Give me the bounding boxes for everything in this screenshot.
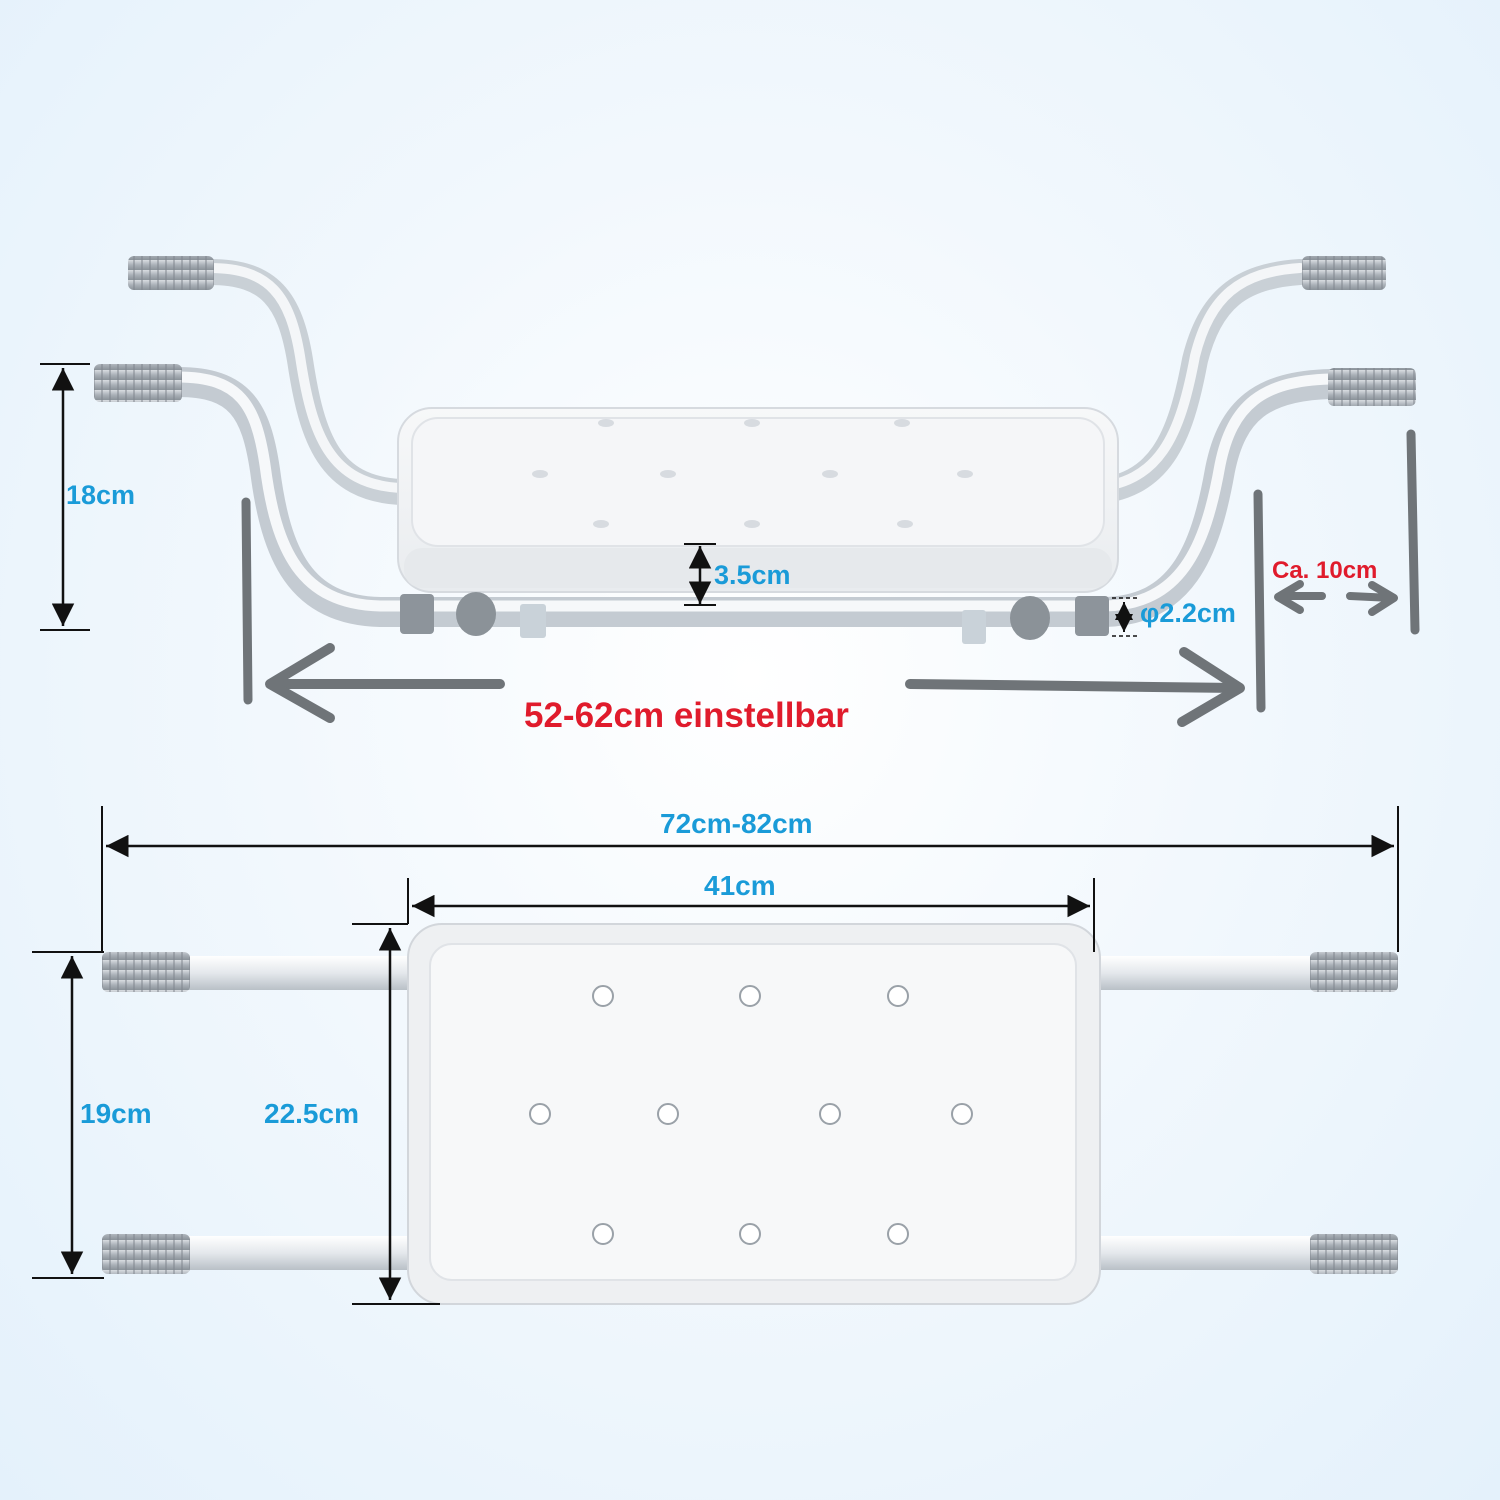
bench-side-view <box>94 256 1416 644</box>
tube-top-right-lower <box>1080 1236 1360 1270</box>
knob-right <box>1010 596 1050 640</box>
seat-holes-side <box>532 419 973 528</box>
grip-front-left <box>94 364 182 402</box>
seat-thickness-label: 3.5cm <box>714 560 791 590</box>
tube-top-left-upper <box>150 956 425 990</box>
tube-diameter-label: φ2.2cm <box>1140 598 1236 628</box>
knob-left <box>456 592 496 636</box>
adjust-arrow-right <box>905 647 1245 727</box>
grip-back-right <box>1302 256 1386 290</box>
leg-height-label: 18cm <box>66 480 136 510</box>
dimension-marks-side <box>40 363 1420 727</box>
tube-spacing-label: 19cm <box>80 1098 152 1129</box>
grip-front-right <box>1328 368 1416 406</box>
adjustable-width-label: 52-62cm einstellbar <box>524 696 849 735</box>
dimension-marks-top <box>32 806 1399 1305</box>
seat-holes-top <box>529 985 973 1245</box>
seat-width-label: 22.5cm <box>264 1098 359 1129</box>
tube-top-right-upper <box>1080 956 1360 990</box>
adjust-arrow-left <box>265 643 505 723</box>
edge-offset-label: Ca. 10cm <box>1272 557 1378 584</box>
overall-length-label: 72cm-82cm <box>660 808 813 839</box>
bench-top-view <box>102 923 1398 1305</box>
offset-arrows <box>1274 580 1398 616</box>
grip-back-left <box>128 256 214 290</box>
tube-top-left-lower <box>150 1236 425 1270</box>
seat-length-label: 41cm <box>704 870 776 901</box>
